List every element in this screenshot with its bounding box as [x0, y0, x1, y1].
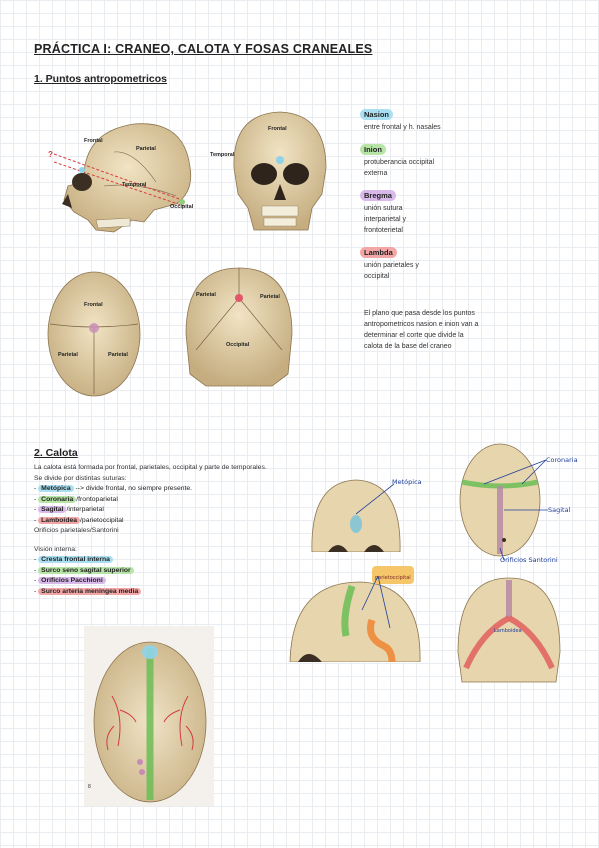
calota-intro-2: Se divide por distintas suturas:: [34, 474, 127, 482]
back-view-skull-image: Parietal Parietal Occipital: [176, 264, 302, 394]
inion-desc-1: protuberancia occipital: [364, 159, 435, 166]
calota-top-arrows: [483, 459, 548, 561]
calota-lateral-arrows: [361, 575, 391, 629]
point-lambda: Lambda unión parietales y occipital: [360, 242, 510, 282]
top-parietal-right-label: Parietal: [108, 352, 128, 358]
lambda-desc-2: occipital: [364, 273, 390, 280]
section-1-heading: 1. Puntos antropometricos: [34, 73, 168, 85]
bregma-desc-1: unión sutura: [364, 205, 403, 212]
back-occipital-label: Occipital: [226, 342, 250, 348]
lambda-tag: Lambda: [360, 247, 397, 258]
point-inion: Inion protuberancia occipital externa: [360, 139, 510, 179]
inion-tag: Inion: [360, 144, 386, 155]
point-nasion: Nasion entre frontal y h. nasales: [360, 104, 510, 133]
sagital-annotation: Sagital: [548, 506, 571, 514]
santorini-annotation: Orificios Santorini: [500, 556, 558, 564]
interior-list: - Cresta frontal interna - Surco seno sa…: [34, 555, 334, 597]
nasion-desc: entre frontal y h. nasales: [364, 124, 441, 131]
parietoccipital-tag: parietoccipital: [372, 566, 414, 584]
suture-item-metopica: - Metópica --> divide frontal, no siempr…: [34, 485, 193, 492]
sutures-list: - Metópica --> divide frontal, no siempr…: [34, 484, 334, 526]
suture-item-coronaria: - Coronaria/frontoparietal: [34, 495, 118, 503]
frontal-skull-image: Frontal Temporal: [208, 108, 340, 242]
point-bregma: Bregma unión sutura interparietal y fron…: [360, 185, 510, 236]
plane-note-line-3: determinar el corte que divide la: [364, 332, 464, 339]
lateral-temporal-label: Temporal: [122, 182, 147, 188]
top-parietal-left-label: Parietal: [58, 352, 78, 358]
bregma-tag: Bregma: [360, 190, 396, 201]
lateral-frontal-label: Frontal: [84, 138, 103, 144]
calota-interior-image: 8: [84, 626, 214, 806]
metopica-arrow: [355, 483, 395, 515]
inion-desc-2: externa: [364, 170, 388, 177]
interior-heading: Visión interna:: [34, 545, 77, 553]
back-parietal-right-label: Parietal: [260, 294, 280, 300]
metopica-annotation: Metópica: [392, 478, 422, 486]
bregma-desc-3: frontoterietal: [364, 227, 403, 234]
calota-lateral-image: [288, 576, 424, 662]
lambda-desc-1: unión parietales y: [364, 262, 419, 269]
plane-note-line-1: El plano que pasa desde los puntos: [364, 310, 475, 317]
orificios-note: Orificios parietales/Santorini: [34, 527, 119, 534]
page-title: PRÁCTICA I: CRANEO, CALOTA Y FOSAS CRANE…: [34, 42, 373, 56]
lateral-skull-image: Frontal Parietal Temporal Occipital ?: [44, 112, 204, 242]
calota-intro-1: La calota está formada por frontal, pari…: [34, 464, 267, 471]
interior-item-cresta: - Cresta frontal interna: [34, 555, 334, 566]
lateral-occipital-label: Occipital: [170, 204, 194, 210]
bregma-desc-2: interparietal y: [364, 216, 407, 223]
top-view-skull-image: Frontal Parietal Parietal: [44, 268, 144, 400]
calota-back-image: Lamboidea: [452, 572, 566, 690]
suture-item-lamboidea: - Lamboidea/parietoccipital: [34, 516, 124, 524]
page-marker: 8: [88, 784, 91, 790]
front-frontal-label: Frontal: [268, 126, 287, 132]
anthropometric-points-list: Nasion entre frontal y h. nasales Inion …: [360, 104, 510, 282]
back-parietal-left-label: Parietal: [196, 292, 216, 298]
calota-top-image: [456, 440, 544, 558]
top-frontal-label: Frontal: [84, 302, 103, 308]
interior-item-pacchioni: - Orificios Pacchioni: [34, 576, 334, 587]
plane-note-line-2: antropometricos nasion e inion van a: [364, 321, 479, 328]
lamboidea-annotation: Lamboidea: [494, 628, 522, 634]
section-2-heading: 2. Calota: [34, 447, 78, 459]
lateral-parietal-label: Parietal: [136, 146, 156, 152]
interior-item-meningea: - Surco arteria meningea media: [34, 587, 334, 598]
interior-item-surco-sagital: - Surco seno sagital superior: [34, 566, 334, 577]
plane-note: El plano que pasa desde los puntos antro…: [364, 308, 524, 352]
front-temporal-label: Temporal: [210, 152, 235, 158]
plane-note-line-4: calota de la base del craneo: [364, 343, 452, 350]
question-mark-label: ?: [48, 150, 53, 159]
metopica-skull-image: [308, 474, 404, 552]
nasion-tag: Nasion: [360, 109, 394, 120]
calota-text-block: La calota está formada por frontal, pari…: [34, 463, 334, 597]
coronaria-annotation: Coronaria: [546, 456, 578, 464]
suture-item-sagital: - Sagital/interparietal: [34, 506, 104, 513]
